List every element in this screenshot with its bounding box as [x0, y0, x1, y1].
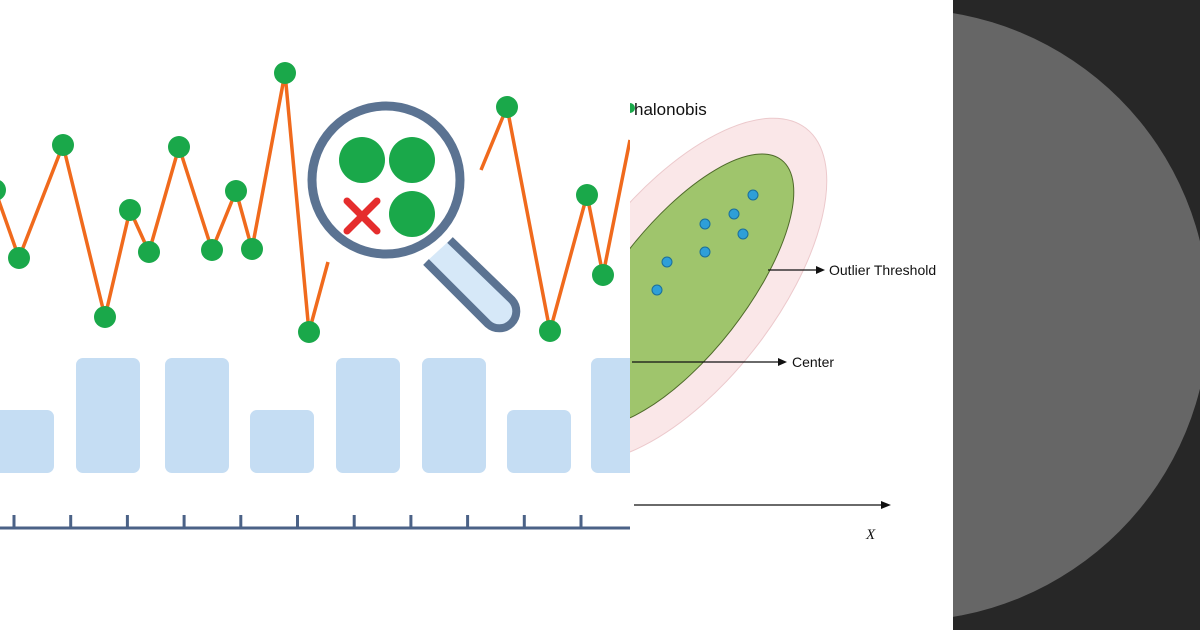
bleed-point: [630, 103, 635, 113]
bar: [76, 358, 140, 473]
series-point: [168, 136, 190, 158]
series-point: [576, 184, 598, 206]
scatter-point: [699, 218, 711, 230]
magnifier-point: [389, 191, 435, 237]
series-point: [8, 247, 30, 269]
bar: [165, 358, 229, 473]
x-axis: [634, 501, 891, 509]
decorative-circle-art: [953, 13, 1200, 617]
series-point: [0, 180, 6, 200]
series-point: [94, 306, 116, 328]
x-axis-label: X: [865, 527, 876, 543]
bar: [507, 410, 571, 473]
series-line: [0, 71, 330, 334]
scatter-point: [728, 208, 740, 220]
outlier-threshold-label: Outlier Threshold: [829, 262, 936, 278]
bar: [336, 358, 400, 473]
series-point: [496, 96, 518, 118]
mahalanobis-panel: halonobis Outlier Threshold Center X: [630, 0, 953, 630]
center-label: Center: [792, 354, 834, 370]
series-point: [274, 62, 296, 84]
bar-group: [0, 358, 630, 473]
bar: [250, 410, 314, 473]
series-point: [298, 321, 320, 343]
scatter-point: [737, 228, 749, 240]
center-pointer: [632, 358, 787, 366]
series-point: [225, 180, 247, 202]
outlier-threshold-pointer: [768, 266, 825, 274]
decorative-panel: [953, 0, 1200, 630]
bar: [0, 410, 54, 473]
magnifier-point: [389, 137, 435, 183]
bar: [591, 358, 630, 473]
series-point: [52, 134, 74, 156]
series-point: [119, 199, 141, 221]
magnifier-handle: [423, 237, 521, 333]
mahalanobis-diagram: halonobis Outlier Threshold Center X: [630, 100, 936, 543]
magnifier-icon: [307, 101, 521, 333]
series-point: [201, 239, 223, 261]
magnifier-point: [339, 137, 385, 183]
scatter-points: [651, 189, 759, 296]
series-point: [539, 320, 561, 342]
outlier-illustration: [0, 62, 630, 530]
series-point: [241, 238, 263, 260]
scatter-point: [699, 246, 711, 258]
scatter-point: [651, 284, 663, 296]
series-line: [479, 105, 630, 333]
scatter-point: [747, 189, 759, 201]
outlier-illustration-panel: [0, 62, 630, 530]
scatter-point: [661, 256, 673, 268]
diagram-title: halonobis: [634, 100, 707, 119]
inner-ellipse: [630, 153, 795, 427]
decorative-circle: [953, 13, 1200, 617]
series-point: [138, 241, 160, 263]
magnifier-lens: [307, 101, 465, 259]
bar: [422, 358, 486, 473]
series-point: [592, 264, 614, 286]
line-series: [0, 62, 630, 343]
cross-icon: [343, 197, 381, 235]
timeline-axis: [0, 515, 630, 530]
